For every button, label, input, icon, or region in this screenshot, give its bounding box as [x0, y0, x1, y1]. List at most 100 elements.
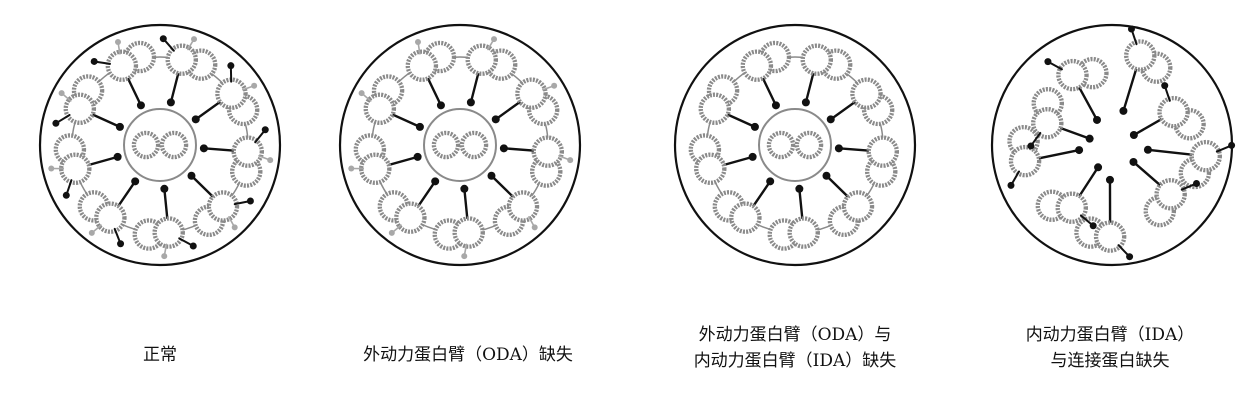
axoneme-panel-1: [338, 23, 582, 267]
radial-spoke-head: [748, 152, 757, 161]
a-tubule: [465, 43, 499, 76]
microtubule-doublet: [187, 171, 254, 238]
a-tubule-inner: [469, 47, 494, 72]
radial-spoke-head: [160, 184, 169, 193]
a-tubule-inner: [109, 53, 134, 78]
inner-dynein-arm-head: [88, 229, 95, 236]
inner-dynein-arm-head: [161, 253, 168, 260]
a-tubule: [105, 49, 139, 82]
radial-spoke-head: [1119, 106, 1128, 115]
a-tubule-inner: [1013, 149, 1037, 174]
radial-spoke-head: [413, 152, 422, 161]
inner-dynein-arm-head: [461, 253, 468, 260]
radial-spoke-head: [436, 101, 445, 110]
inner-dynein-arm-head: [414, 39, 421, 46]
a-tubule: [800, 43, 834, 76]
a-tubule: [1189, 139, 1223, 173]
microtubule-doublet: [800, 43, 853, 107]
a-tubule-inner: [367, 96, 392, 121]
a-tubule: [850, 77, 883, 110]
microtubule-doublet: [1035, 163, 1103, 230]
a-tubule: [787, 216, 820, 249]
microtubule-doublet: [688, 133, 757, 186]
panel-label-ida-nexin-missing: 内动力蛋白臂（IDA） 与连接蛋白缺失: [960, 322, 1256, 374]
a-tubule-inner: [1128, 43, 1153, 68]
radial-spoke-head: [766, 177, 775, 186]
inner-dynein-arm-head: [251, 82, 258, 89]
outer-dynein-arm-head: [1161, 82, 1169, 90]
a-tubule-inner: [519, 81, 544, 106]
a-tubule-inner: [1158, 182, 1183, 207]
outer-dynein-arm-head: [62, 191, 70, 199]
microtubule-doublet: [52, 74, 124, 131]
radial-spoke-head: [1129, 157, 1138, 166]
a-tubule: [206, 190, 240, 223]
a-tubule: [1055, 191, 1089, 224]
radial-spoke-head: [499, 144, 508, 153]
radial-spoke-head: [834, 144, 843, 153]
a-tubule-inner: [511, 194, 535, 219]
microtubule-doublet: [1143, 139, 1236, 190]
label-line: 正常: [143, 345, 177, 365]
inner-dynein-arm-head: [531, 224, 538, 231]
a-tubule-inner: [744, 53, 769, 78]
radial-spoke-head: [750, 122, 759, 131]
microtubule-doublet: [826, 77, 895, 127]
central-microtubule-inner: [771, 135, 791, 155]
microtubule-doublet: [834, 135, 899, 188]
a-tubule-inner: [702, 96, 727, 121]
central-microtubule-inner: [164, 135, 184, 155]
outer-dynein-arm-head: [1007, 181, 1015, 189]
a-tubule-inner: [235, 139, 260, 164]
a-tubule: [1157, 95, 1190, 129]
radial-spoke-head: [822, 171, 831, 180]
radial-spoke-head: [801, 98, 810, 107]
a-tubule: [405, 49, 439, 82]
microtubule-doublet: [1119, 25, 1173, 115]
microtubule-doublet: [405, 39, 457, 110]
outer-dynein-arm-head: [246, 197, 254, 205]
radial-spoke-head: [1094, 163, 1103, 172]
microtubule-doublet: [77, 177, 140, 248]
microtubule-doublet: [159, 35, 218, 107]
a-tubule-inner: [804, 47, 829, 72]
inner-dynein-arm-head: [358, 90, 365, 97]
a-tubule-inner: [1059, 195, 1084, 220]
a-tubule: [515, 77, 548, 110]
radial-spoke-head: [115, 122, 124, 131]
a-tubule: [63, 92, 97, 126]
microtubule-doublet: [491, 77, 560, 127]
radial-spoke-head: [113, 152, 122, 161]
label-line: 与连接蛋白缺失: [1050, 351, 1170, 371]
outer-dynein-arm-head: [1126, 253, 1134, 261]
radial-spoke-head: [131, 177, 140, 186]
panel-label-oda-missing: 外动力蛋白臂（ODA）缺失: [318, 342, 618, 368]
label-line: 外动力蛋白臂（ODA）与: [698, 325, 892, 345]
a-tubule: [729, 201, 762, 234]
outer-dynein-arm-head: [1089, 222, 1097, 230]
central-microtubule-inner: [799, 135, 819, 155]
central-microtubule: [459, 130, 489, 160]
microtubule-doublet: [1044, 56, 1109, 124]
inner-dynein-arm-head: [191, 36, 198, 43]
outer-dynein-arm-head: [117, 240, 125, 248]
axoneme-panel-2: [673, 23, 917, 267]
radial-spoke-head: [1085, 134, 1094, 143]
outer-dynein-arm-head: [90, 57, 98, 65]
a-tubule: [452, 216, 485, 249]
a-tubule-inner: [870, 139, 895, 164]
central-microtubule-inner: [136, 135, 156, 155]
radial-spoke-head: [487, 171, 496, 180]
a-tubule-inner: [456, 220, 481, 245]
microtubule-doublet: [1074, 175, 1134, 261]
a-tubule: [1056, 58, 1089, 92]
microtubule-doublet: [348, 133, 422, 186]
a-tubule: [59, 152, 92, 186]
radial-spoke-head: [826, 115, 835, 124]
outer-dynein-arm-head: [52, 119, 60, 127]
a-tubule-inner: [156, 220, 181, 245]
microtubule-doublet: [132, 184, 197, 260]
a-tubule-inner: [535, 139, 560, 164]
microtubule-doublet: [377, 177, 440, 236]
radial-spoke-head: [491, 115, 500, 124]
